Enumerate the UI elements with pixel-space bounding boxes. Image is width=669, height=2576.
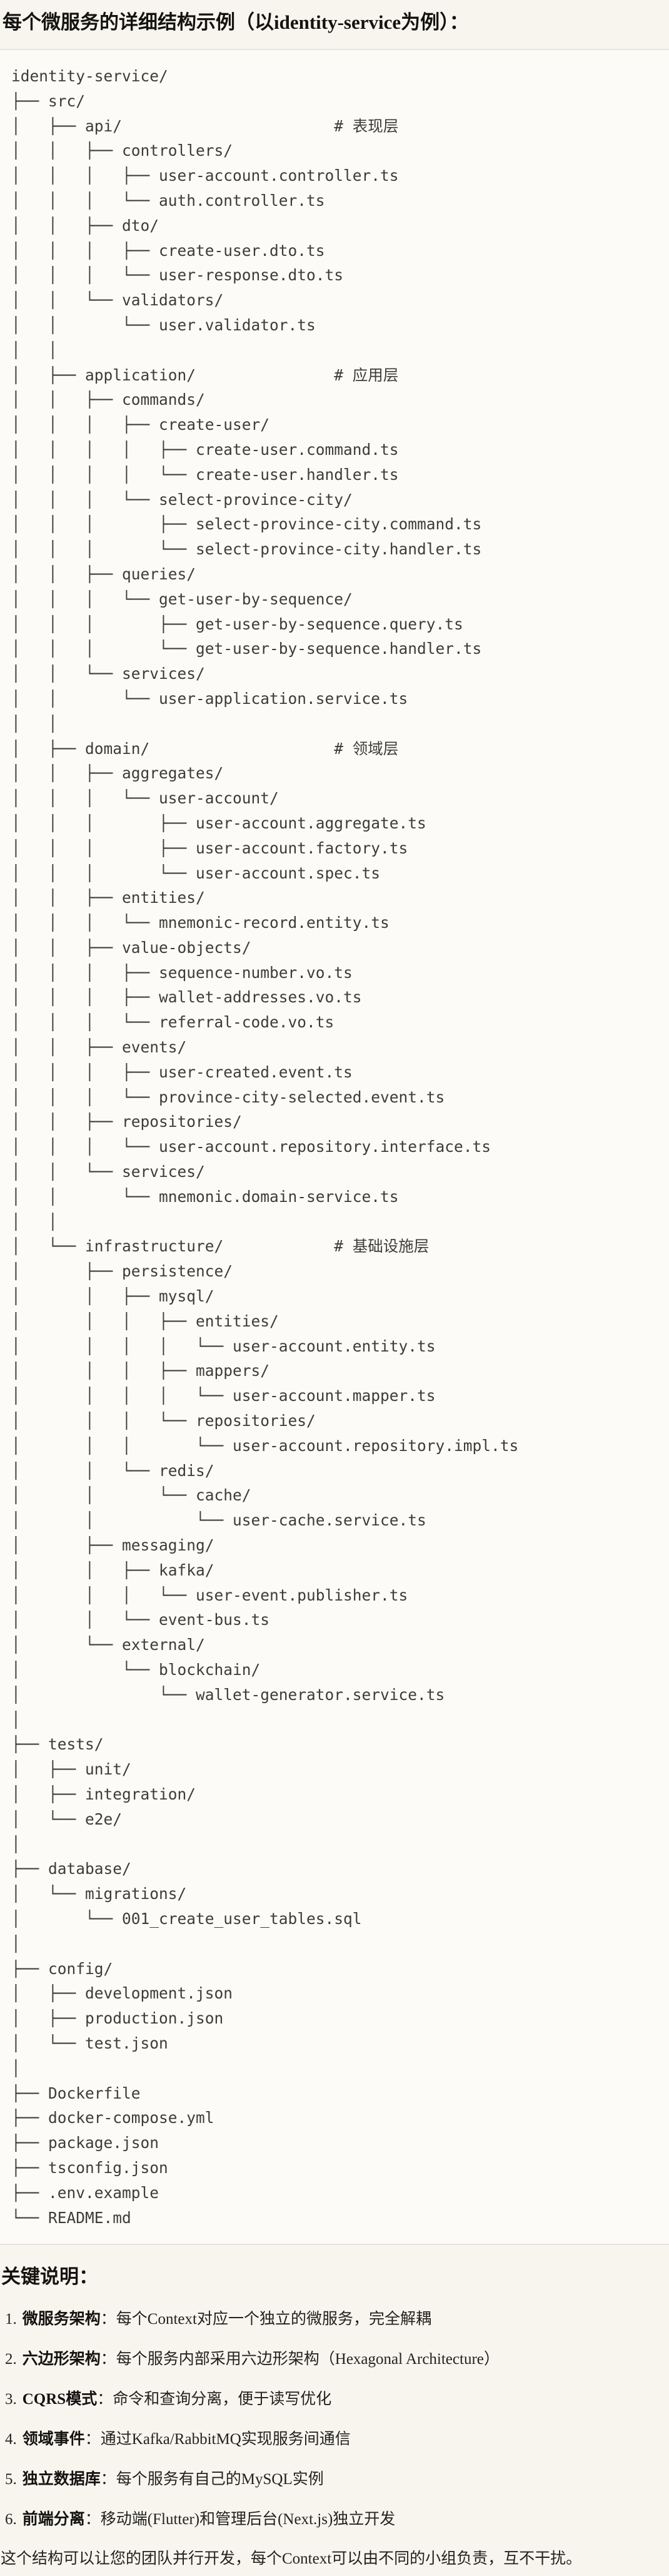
closing-paragraph: 这个结构可以让您的团队并行开发，每个Context可以由不同的小组负责，互不干扰…: [1, 2550, 582, 2568]
note-separator: ：: [97, 2391, 113, 2408]
note-number: 1.: [5, 2311, 17, 2328]
key-note-item-3: 3. CQRS模式：命令和查询分离，便于读写优化: [0, 2389, 669, 2410]
note-description: 每个服务有自己的MySQL实例: [116, 2471, 324, 2488]
key-note-item-1: 1. 微服务架构：每个Context对应一个独立的微服务，完全解耦: [0, 2309, 669, 2330]
note-description: 命令和查询分离，便于读写优化: [113, 2391, 332, 2408]
key-note-item-2: 2. 六边形架构：每个服务内部采用六边形架构（Hexagonal Architec…: [0, 2349, 669, 2370]
note-number: 2.: [5, 2351, 17, 2368]
note-description: 每个服务内部采用六边形架构（Hexagonal Architecture）: [116, 2351, 500, 2368]
note-separator: ：: [100, 2471, 116, 2488]
directory-tree-code-block: identity-service/ ├── src/ │ ├── api/ # …: [0, 49, 669, 2246]
key-note-item-6: 6. 前端分离：移动端(Flutter)和管理后台(Next.js)独立开发: [0, 2509, 669, 2530]
key-note-item-4: 4. 领域事件：通过Kafka/RabbitMQ实现服务间通信: [0, 2429, 669, 2450]
note-separator: ：: [84, 2431, 101, 2448]
page-title: 每个微服务的详细结构示例（以identity-service为例）：: [3, 11, 469, 33]
key-note-item-5: 5. 独立数据库：每个服务有自己的MySQL实例: [0, 2469, 669, 2490]
note-term: 独立数据库: [22, 2471, 101, 2488]
note-description: 每个Context对应一个独立的微服务，完全解耦: [116, 2311, 431, 2328]
note-term: CQRS模式: [22, 2391, 98, 2408]
key-notes-heading: 关键说明：: [1, 2266, 98, 2288]
note-term: 六边形架构: [22, 2351, 101, 2368]
note-separator: ：: [84, 2511, 101, 2528]
note-term: 前端分离: [22, 2511, 85, 2528]
note-number: 5.: [5, 2471, 17, 2488]
note-description: 移动端(Flutter)和管理后台(Next.js)独立开发: [100, 2511, 396, 2528]
note-number: 3.: [5, 2391, 17, 2408]
note-number: 6.: [5, 2511, 17, 2528]
note-separator: ：: [100, 2351, 116, 2368]
note-description: 通过Kafka/RabbitMQ实现服务间通信: [100, 2431, 351, 2448]
note-term: 微服务架构: [22, 2311, 101, 2328]
note-number: 4.: [5, 2431, 17, 2448]
key-notes-list: 1.微服务架构：每个Context对应一个独立的微服务，完全解耦 2.六边形架构…: [0, 2309, 669, 2530]
note-term: 领域事件: [22, 2431, 85, 2448]
note-separator: ：: [100, 2311, 116, 2328]
